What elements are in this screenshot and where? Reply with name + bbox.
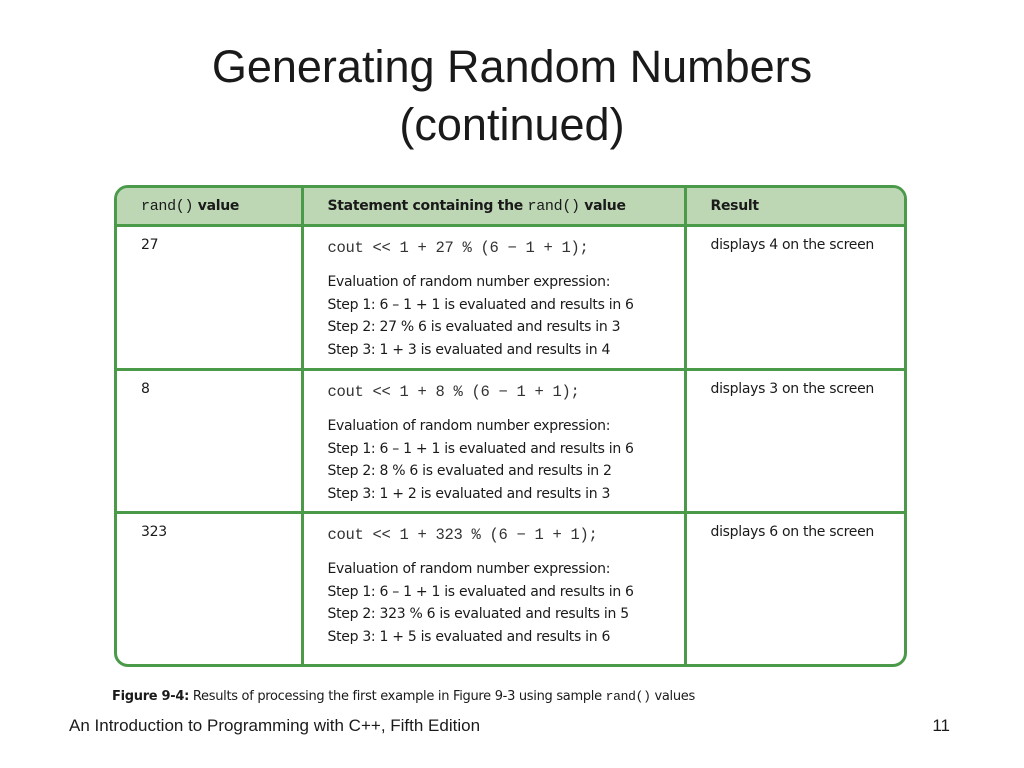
rand-results-table: rand() value Statement containing the ra… — [117, 188, 904, 664]
header-result: Result — [685, 188, 904, 227]
evaluation-step: Step 1: 6 – 1 + 1 is evaluated and resul… — [327, 296, 634, 313]
evaluation-block: Evaluation of random number expression: … — [328, 271, 684, 361]
table-row: 27 cout << 1 + 27 % (6 − 1 + 1); Evaluat… — [117, 225, 904, 371]
evaluation-step: Step 1: 6 – 1 + 1 is evaluated and resul… — [327, 583, 634, 600]
figure-caption: Figure 9-4: Results of processing the fi… — [112, 689, 695, 704]
slide-title-line2: (continued) — [399, 99, 625, 150]
evaluation-title: Evaluation of random number expression: — [327, 418, 611, 434]
result-cell: displays 3 on the screen — [685, 369, 904, 514]
figure-table: rand() value Statement containing the ra… — [114, 185, 907, 667]
statement-cell: cout << 1 + 323 % (6 − 1 + 1); Evaluatio… — [302, 512, 687, 664]
evaluation-step: Step 3: 1 + 5 is evaluated and results i… — [327, 628, 611, 645]
header-rand-text: value — [193, 197, 240, 214]
table-row: 8 cout << 1 + 8 % (6 − 1 + 1); Evaluatio… — [117, 369, 904, 514]
rand-value-cell: 27 — [117, 225, 304, 371]
table-row: 323 cout << 1 + 323 % (6 − 1 + 1); Evalu… — [117, 512, 904, 664]
evaluation-block: Evaluation of random number expression: … — [328, 558, 684, 648]
code-statement: cout << 1 + 8 % (6 − 1 + 1); — [327, 383, 580, 401]
caption-code: rand() — [605, 689, 651, 704]
evaluation-step: Step 2: 27 % 6 is evaluated and results … — [327, 319, 621, 335]
evaluation-step: Step 2: 323 % 6 is evaluated and results… — [327, 606, 630, 622]
evaluation-title: Evaluation of random number expression: — [327, 561, 611, 577]
statement-cell: cout << 1 + 8 % (6 − 1 + 1); Evaluation … — [302, 369, 687, 514]
header-rand-code: rand() — [141, 197, 194, 215]
slide-title: Generating Random Numbers (continued) — [0, 38, 1024, 154]
rand-value-cell: 8 — [117, 369, 304, 514]
header-statement-code: rand() — [527, 197, 581, 215]
evaluation-step: Step 3: 1 + 3 is evaluated and results i… — [327, 341, 611, 358]
figure-label: Figure 9-4: — [112, 689, 190, 704]
result-cell: displays 6 on the screen — [710, 524, 875, 540]
code-statement: cout << 1 + 27 % (6 − 1 + 1); — [327, 239, 589, 257]
table-header-row: rand() value Statement containing the ra… — [117, 188, 904, 227]
rand-value-cell: 323 — [117, 512, 304, 664]
header-statement-suffix: value — [579, 197, 626, 214]
evaluation-step: Step 1: 6 – 1 + 1 is evaluated and resul… — [327, 440, 634, 457]
statement-cell: cout << 1 + 27 % (6 − 1 + 1); Evaluation… — [302, 225, 687, 371]
evaluation-title: Evaluation of random number expression: — [327, 274, 611, 290]
code-statement: cout << 1 + 323 % (6 − 1 + 1); — [327, 526, 598, 544]
header-statement: Statement containing the rand() value — [302, 188, 687, 227]
footer-book-title: An Introduction to Programming with C++,… — [69, 716, 481, 735]
evaluation-step: Step 3: 1 + 2 is evaluated and results i… — [327, 485, 611, 502]
result-cell: displays 4 on the screen — [685, 225, 904, 371]
evaluation-step: Step 2: 8 % 6 is evaluated and results i… — [327, 463, 612, 479]
slide-title-line1: Generating Random Numbers — [211, 41, 813, 92]
header-statement-text: Statement containing the — [327, 197, 528, 214]
evaluation-block: Evaluation of random number expression: … — [328, 415, 684, 505]
caption-suffix: values — [650, 689, 695, 704]
caption-text: Results of processing the first example … — [189, 689, 606, 704]
footer-page-number: 11 — [932, 716, 950, 735]
header-rand-value: rand() value — [117, 188, 304, 227]
